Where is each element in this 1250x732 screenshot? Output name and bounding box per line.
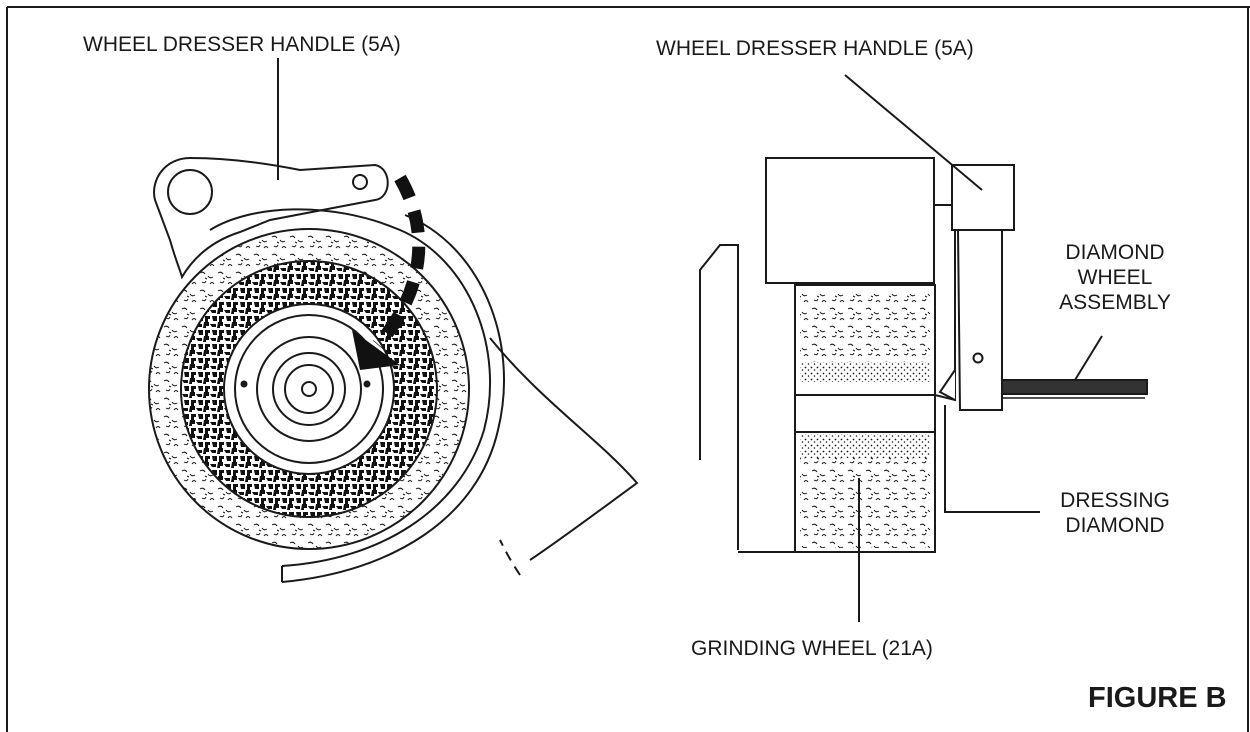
label-grinding-wheel: GRINDING WHEEL (21A)	[691, 637, 933, 660]
dressing-diamond-tip	[938, 369, 956, 401]
housing-dashed	[499, 539, 521, 576]
wheel-fine-band-1	[800, 362, 930, 382]
hub-ring-1	[256, 336, 362, 442]
hub-ring-2	[272, 352, 346, 426]
dresser-handle-arm	[153, 156, 389, 280]
hub-ring-3	[284, 364, 334, 414]
label-handle-right: WHEEL DRESSER HANDLE (5A)	[656, 37, 974, 60]
label-diamond-line-2: WHEEL	[1077, 266, 1153, 289]
wheel-guard	[209, 208, 492, 567]
dresser-post	[934, 204, 956, 402]
side-view-drawing	[699, 74, 1148, 622]
diamond-wheel-rod	[1001, 379, 1148, 395]
leader-handle-right	[844, 74, 983, 191]
label-dressing-line-2: DIAMOND	[1065, 514, 1165, 537]
label-dressing-diamond: DRESSING DIAMOND	[1040, 488, 1190, 538]
side-housing-back	[699, 244, 739, 550]
hub-dot-right	[363, 380, 371, 388]
handle-pivot-circle	[167, 169, 213, 215]
front-view-drawing	[148, 58, 639, 583]
leader-dressing-diamond	[944, 405, 1040, 513]
figure-title: FIGURE B	[1088, 682, 1227, 714]
bracket-hole-icon	[972, 352, 984, 364]
dresser-handle-block	[951, 164, 1015, 231]
label-diamond-wheel-assembly: DIAMOND WHEEL ASSEMBLY	[1040, 240, 1190, 315]
label-dressing-line-1: DRESSING	[1060, 489, 1170, 512]
grinder-housing	[489, 337, 639, 561]
rotation-arrow-icon	[352, 174, 426, 370]
wheel-top-texture	[800, 292, 930, 362]
arbor-hole	[301, 381, 317, 397]
wheel-guard-inner	[281, 214, 506, 583]
label-handle-left: WHEEL DRESSER HANDLE (5A)	[83, 33, 401, 56]
dresser-bracket	[956, 229, 1003, 411]
leader-diamond-assembly	[1074, 335, 1103, 381]
label-diamond-line-1: DIAMOND	[1065, 241, 1165, 264]
motor-housing	[765, 157, 935, 284]
label-diamond-line-3: ASSEMBLY	[1059, 291, 1171, 314]
wheel-fine-band-2	[800, 434, 930, 458]
hub-dot-left	[240, 380, 248, 388]
wheel-bottom-texture	[800, 458, 930, 548]
handle-hole-icon	[352, 174, 368, 190]
